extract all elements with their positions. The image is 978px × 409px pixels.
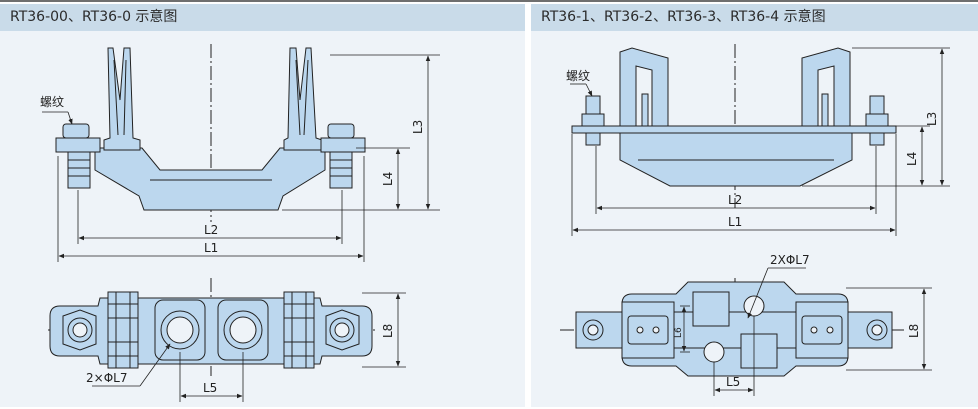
right-right-terminal-bolt [869, 95, 885, 117]
right-L4-label: L4 [905, 152, 919, 166]
right-L3-label: L3 [925, 112, 939, 126]
holes-leader [139, 343, 171, 387]
right-terminal-bolt [329, 151, 353, 189]
right-top-view [560, 278, 906, 377]
left-clip-top [107, 291, 139, 369]
left-L8-label: L8 [381, 324, 395, 338]
right-L1-label: L1 [728, 215, 742, 229]
base-outline-top [49, 297, 373, 365]
left-holes-label: 2×ΦL7 [86, 371, 127, 385]
panel-divider [525, 4, 531, 409]
fuse-base-body [94, 147, 326, 211]
right-thread-leader [585, 83, 593, 97]
left-L2-label: L2 [204, 223, 218, 237]
left-terminal-washer [55, 137, 101, 153]
right-clip-top [283, 291, 315, 369]
right-L2-label: L2 [728, 193, 742, 207]
left-L1-label: L1 [204, 241, 218, 255]
left-top-dimensions [92, 292, 406, 402]
right-front-view [571, 44, 897, 208]
right-terminal-nut [327, 123, 355, 139]
left-front-dimensions [42, 54, 440, 262]
right-holes-label: 2XΦL7 [770, 253, 810, 267]
right-right-contact-clip [801, 47, 851, 127]
mount-hole-lower [703, 341, 725, 363]
left-contact-clip [103, 47, 141, 151]
thread-leader [67, 111, 73, 125]
left-terminal-bolt [67, 151, 91, 189]
left-L3-label: L3 [411, 120, 425, 134]
left-top-view [48, 278, 376, 376]
left-panel-title: RT36-00、RT36-0 示意图 [0, 4, 525, 31]
right-L8-label: L8 [907, 324, 921, 338]
right-panel-title: RT36-1、RT36-2、RT36-3、RT36-4 示意图 [531, 4, 978, 31]
right-terminal-washer [320, 137, 366, 153]
mount-hole-upper [743, 295, 765, 317]
right-mount-hole [229, 316, 257, 344]
right-L5-label: L5 [726, 375, 740, 389]
left-L5-label: L5 [203, 381, 217, 395]
right-left-terminal-bolt [585, 95, 601, 117]
right-thread-label: 螺纹 [566, 69, 590, 83]
right-holes-leader [747, 267, 769, 319]
right-L6-label: L6 [674, 327, 684, 338]
right-top-dimensions [680, 267, 932, 396]
left-mount-hole [166, 316, 194, 344]
right-front-dimensions [570, 47, 950, 236]
base-plate [571, 125, 897, 134]
left-terminal-nut [62, 123, 90, 139]
right-left-contact-clip [619, 47, 669, 127]
left-L4-label: L4 [381, 172, 395, 186]
window-upper-left [692, 291, 730, 327]
left-thread-label: 螺纹 [40, 95, 64, 109]
window-lower-right [740, 333, 778, 369]
right-contact-clip [283, 47, 323, 151]
left-front-view [55, 44, 366, 222]
